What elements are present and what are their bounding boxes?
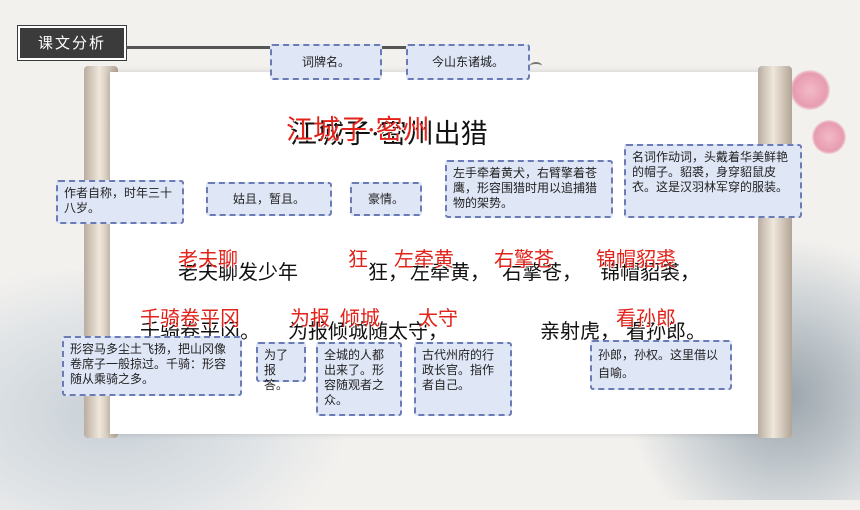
poem-line1-annotation: 老夫聊 bbox=[178, 247, 238, 271]
poem-line2-seg: 看孙郎。 bbox=[626, 319, 706, 343]
poem-line2-annotation: 看孙郎 bbox=[616, 306, 676, 330]
note-laofu: 作者自称，时年三十八岁。 bbox=[56, 180, 184, 224]
poem-line1-annotation: 右擎苍 bbox=[494, 247, 554, 271]
poem-line1-annotation: 锦帽貂裘 bbox=[596, 247, 676, 271]
section-title: 课文分析 bbox=[17, 25, 127, 61]
note-liao: 姑且，暂且。 bbox=[206, 182, 332, 216]
plum-blossom bbox=[790, 70, 830, 110]
bird-icon bbox=[530, 62, 542, 70]
note-kuang: 豪情。 bbox=[350, 182, 422, 216]
poem-line1-annotation: 狂 bbox=[348, 247, 368, 271]
poem-title: 江城子·密州出猎 bbox=[290, 119, 488, 150]
note-jinmao: 名词作动词，头戴着华美鲜艳的帽子。貂裘，身穿貂鼠皮衣。这是汉羽林军穿的服装。 bbox=[624, 144, 802, 218]
plum-blossom bbox=[812, 120, 846, 154]
poem-line1-seg: 左牵黄， bbox=[410, 260, 490, 284]
note-taishou: 古代州府的行政长官。指作者自己。 bbox=[414, 342, 512, 416]
note-qingcheng: 全城的人都出来了。形容随观者之众。 bbox=[316, 342, 402, 416]
note-qianhuang: 左手牵着黄犬，右臂擎着苍鹰，形容围猎时用以追捕猎物的架势。 bbox=[445, 160, 613, 218]
note-weibao: 为了报答。 bbox=[256, 342, 306, 392]
note-mizhou: 今山东诸城。 bbox=[406, 44, 530, 80]
poem-line1-seg: 锦帽貂裘， bbox=[600, 260, 700, 284]
poem-line2-annotation: 为报 bbox=[290, 306, 330, 330]
poem-line2-annotation: 太守 bbox=[418, 306, 458, 330]
note-qianqi: 形容马多尘土飞扬，把山冈像卷席子一般掠过。千骑：形容随从乘骑之多。 bbox=[62, 336, 242, 396]
poem-line2-seg: 亲射虎， bbox=[540, 319, 620, 343]
scroll-rod-right bbox=[758, 66, 792, 438]
poem-line1-seg: 右擎苍， bbox=[502, 260, 582, 284]
poem-line1-seg: 老夫聊发少年 bbox=[178, 260, 298, 284]
poem-line2-annotation: 倾城 bbox=[340, 306, 380, 330]
poem-title-annotation: 江城子·密州 bbox=[286, 115, 430, 146]
note-sunlang: 孙郎，孙权。这里借以自喻。 bbox=[590, 340, 732, 390]
note-cipai: 词牌名。 bbox=[270, 44, 382, 80]
poem-line1-seg: 狂， bbox=[368, 260, 408, 284]
poem-line2-seg: 为报倾城随太守， bbox=[288, 319, 448, 343]
poem-line2-annotation: 千骑卷平冈 bbox=[140, 306, 240, 330]
poem-line1-annotation: 左牵黄 bbox=[394, 247, 454, 271]
